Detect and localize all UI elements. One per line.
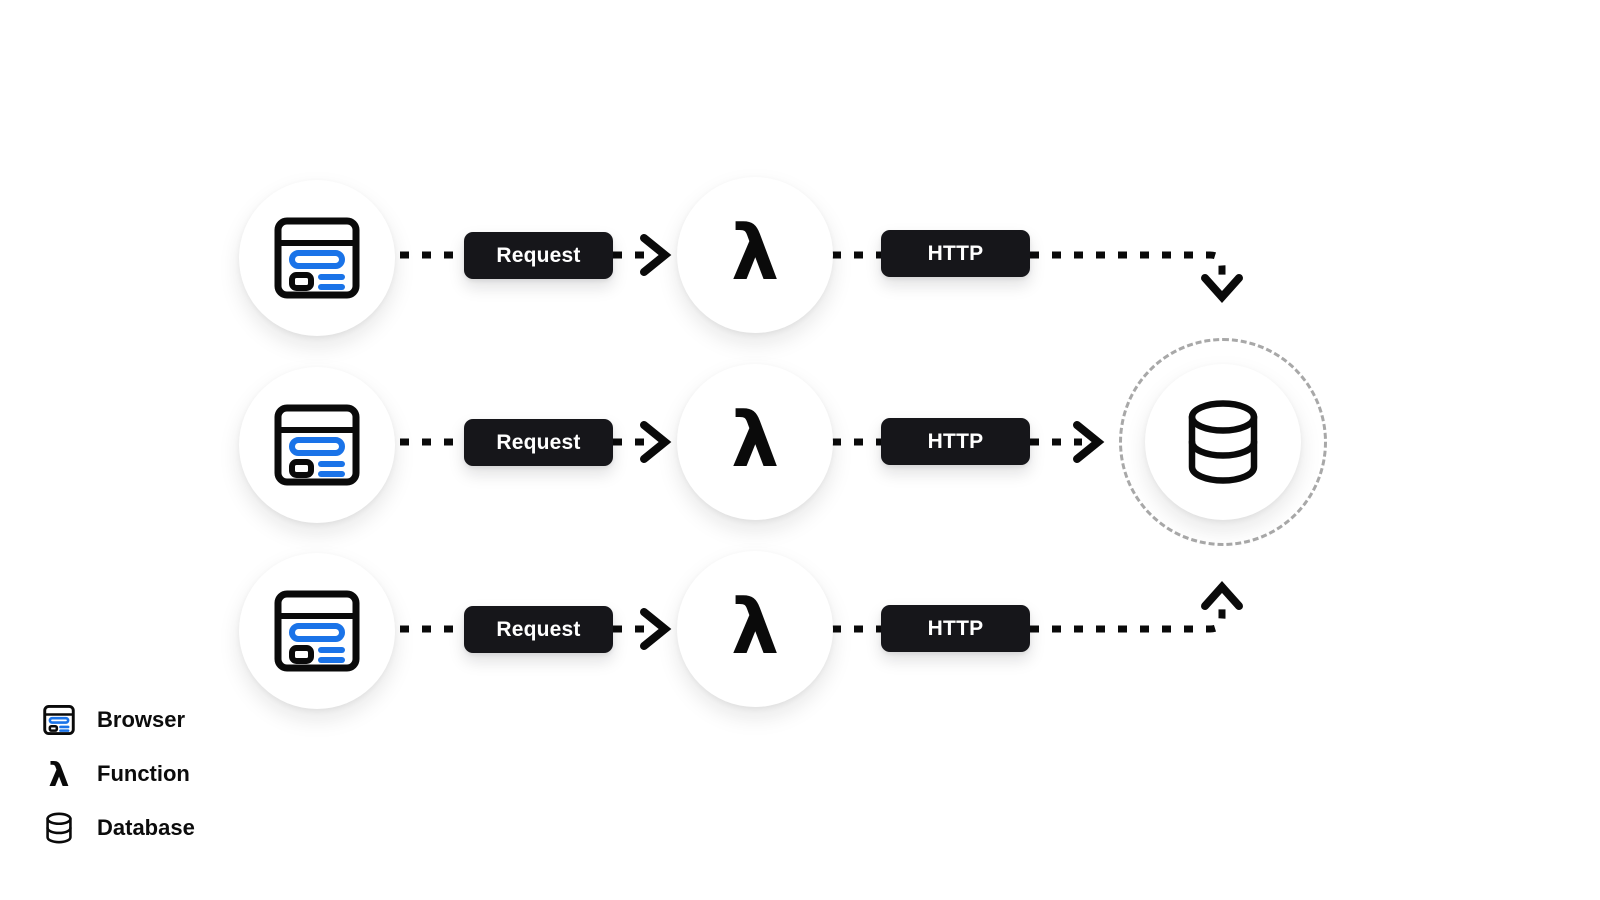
browser-icon	[42, 703, 76, 737]
lambda-glyph: λ	[48, 754, 70, 794]
badge-http-row3[interactable]: HTTP	[881, 605, 1030, 652]
lambda-icon: λ	[730, 208, 780, 297]
arrowhead-row2-http	[1073, 421, 1105, 463]
function-node-row1[interactable]: λ	[677, 177, 833, 333]
lambda-icon: λ	[42, 757, 76, 791]
database-node[interactable]	[1145, 364, 1301, 520]
legend-label: Browser	[97, 707, 186, 732]
badge-http-row2[interactable]: HTTP	[881, 418, 1030, 465]
badge-label: Request	[496, 243, 581, 267]
badge-request-row2[interactable]: Request	[464, 419, 613, 466]
browser-icon	[274, 217, 360, 299]
legend-label: Function	[97, 761, 190, 786]
legend-item-database: Database	[42, 810, 195, 846]
browser-icon	[274, 404, 360, 486]
browser-icon	[274, 590, 360, 672]
function-node-row2[interactable]: λ	[677, 364, 833, 520]
badge-label: HTTP	[927, 429, 984, 453]
arrowhead-row1-down	[1201, 274, 1243, 303]
database-icon	[42, 811, 76, 845]
badge-label: HTTP	[927, 616, 984, 640]
legend-label: Database	[97, 815, 195, 840]
legend: Browser λ Function Database	[42, 702, 195, 846]
lambda-icon: λ	[730, 582, 780, 671]
badge-label: HTTP	[927, 241, 984, 265]
database-highlight-ring	[1119, 338, 1327, 546]
badge-request-row1[interactable]: Request	[464, 232, 613, 279]
database-icon	[1188, 400, 1258, 484]
badge-request-row3[interactable]: Request	[464, 606, 613, 653]
wire-http-to-database-row3	[1030, 608, 1226, 633]
function-node-row3[interactable]: λ	[677, 551, 833, 707]
legend-item-function: λ Function	[42, 756, 195, 792]
badge-label: Request	[496, 430, 581, 454]
badge-http-row1[interactable]: HTTP	[881, 230, 1030, 277]
arrowhead-row1-request	[640, 234, 672, 276]
wire-http-to-database-row1	[1030, 251, 1226, 276]
arrowhead-row2-request	[640, 421, 672, 463]
badge-label: Request	[496, 617, 581, 641]
lambda-icon: λ	[730, 395, 780, 484]
arrowhead-row3-request	[640, 608, 672, 650]
browser-node-row3[interactable]	[239, 553, 395, 709]
browser-node-row2[interactable]	[239, 367, 395, 523]
legend-item-browser: Browser	[42, 702, 195, 738]
browser-node-row1[interactable]	[239, 180, 395, 336]
arrowhead-row3-up	[1201, 581, 1243, 610]
